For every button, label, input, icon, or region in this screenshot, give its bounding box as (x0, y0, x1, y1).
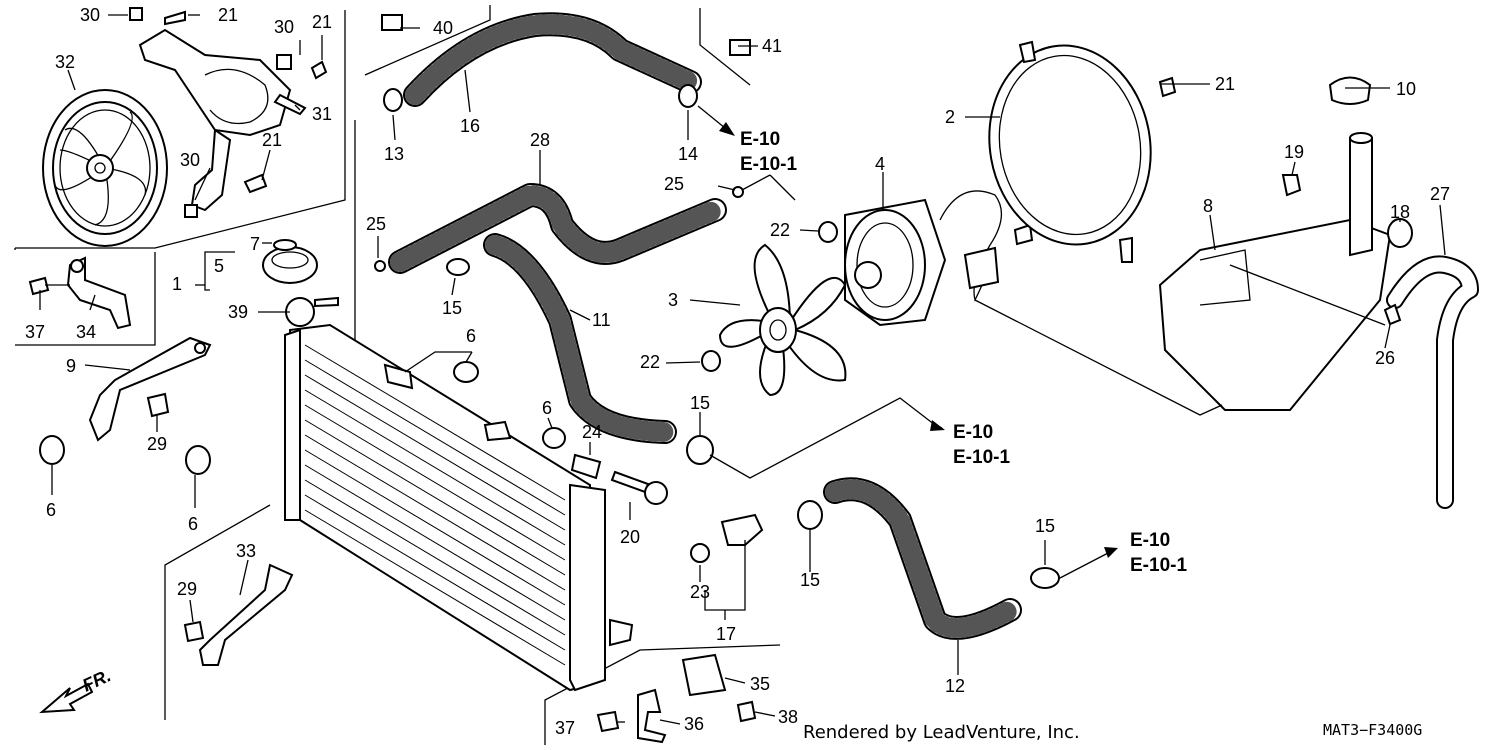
stay-9 (39, 336, 212, 475)
part-label: 6 (46, 500, 56, 520)
fan-assembly-left (42, 89, 168, 247)
part-label: 32 (55, 52, 75, 72)
fr-arrow-icon (39, 682, 94, 714)
ref-label: E-10 (953, 422, 993, 443)
fan-shroud-bracket (129, 7, 328, 218)
part-label: 1 (172, 274, 182, 294)
part-label: 8 (1203, 196, 1213, 216)
ref-label: E-10-1 (1130, 555, 1187, 576)
part-label: 12 (945, 676, 965, 696)
part-label: 29 (147, 434, 167, 454)
credit-text: Rendered by LeadVenture, Inc. (803, 722, 1080, 743)
fan-motor-4 (701, 190, 1034, 372)
part-label: 22 (640, 352, 660, 372)
part-label: 21 (312, 12, 332, 32)
grommets-6 (453, 361, 566, 449)
part-label: 3 (668, 290, 678, 310)
part-label: 14 (678, 144, 698, 164)
part-label: 40 (433, 18, 453, 38)
part-label: 18 (1390, 202, 1410, 222)
part-label: 11 (592, 310, 611, 330)
part-label: 15 (1035, 516, 1055, 536)
part-label: 19 (1284, 142, 1304, 162)
part-labels: 30 21 30 21 31 21 30 32 7 5 1 39 37 34 9… (25, 5, 1450, 738)
hose-11 (483, 233, 677, 444)
part-label: 7 (250, 234, 260, 254)
part-label: 31 (312, 104, 332, 124)
part-label: 37 (25, 322, 45, 342)
part-label: 37 (555, 718, 575, 738)
radiator-fins (304, 344, 566, 666)
part-label: 6 (466, 326, 476, 346)
part-label: 34 (76, 322, 96, 342)
part-label: 9 (66, 356, 76, 376)
arrow-head (930, 420, 945, 431)
part-label: 29 (177, 579, 197, 599)
part-label: 15 (800, 570, 820, 590)
hose-12 (823, 477, 1022, 640)
front-direction-arrow: FR. (39, 665, 114, 714)
collar-and-bolt (570, 453, 668, 505)
leader-lines (39, 14, 1446, 725)
part-label: 30 (80, 5, 100, 25)
part-label: 39 (228, 302, 248, 322)
thermo-switch-17 (690, 513, 764, 563)
part-label: 26 (1375, 348, 1395, 368)
part-label: 36 (684, 714, 704, 734)
part-label: 21 (218, 5, 238, 25)
part-label: 30 (180, 150, 200, 170)
part-label: 6 (188, 514, 198, 534)
part-label: 22 (770, 220, 790, 240)
part-label: 30 (274, 17, 294, 37)
arrow-head (719, 122, 735, 136)
part-label: 25 (366, 214, 386, 234)
arrow-head (1104, 547, 1118, 558)
part-label: 10 (1396, 79, 1416, 99)
bracket-34 (28, 256, 132, 330)
ref-label: E-10 (1130, 530, 1170, 551)
hose-16 (403, 12, 702, 107)
part-label: 27 (1430, 184, 1450, 204)
hose-clamps (374, 14, 1060, 589)
hose-27 (1386, 255, 1479, 509)
fan-shroud-2 (988, 40, 1177, 263)
radiator-cap (262, 239, 318, 284)
reference-arrows (697, 105, 1118, 579)
ref-label: E-10-1 (740, 154, 797, 175)
cooling-fan-3 (718, 243, 847, 397)
part-label: 24 (582, 422, 602, 442)
part-label: 13 (384, 144, 404, 164)
part-label: 35 (750, 674, 770, 694)
part-label: 25 (664, 174, 684, 194)
section-dividers (14, 5, 781, 745)
stay-33 (183, 563, 294, 666)
ref-label: E-10-1 (953, 447, 1010, 468)
part-label: 28 (530, 130, 550, 150)
reserve-tank-8 (1158, 76, 1413, 411)
part-label: 2 (945, 107, 955, 127)
part-label: 4 (875, 154, 885, 174)
part-label: 23 (690, 582, 710, 602)
part-label: 21 (1215, 74, 1235, 94)
part-label: 15 (690, 393, 710, 413)
part-label: 16 (460, 116, 480, 136)
part-label: 5 (214, 256, 224, 276)
diagram-code: MAT3−F3400G (1323, 721, 1422, 739)
part-label: 33 (236, 541, 256, 561)
radiator (284, 296, 634, 692)
ref-label: E-10 (740, 129, 780, 150)
brackets-35-36 (596, 653, 757, 744)
part-label: 21 (262, 130, 282, 150)
part-label: 17 (716, 624, 736, 644)
part-label: 38 (778, 707, 798, 727)
part-label: 15 (442, 298, 462, 318)
part-label: 41 (762, 36, 782, 56)
reference-labels: E-10 E-10-1 E-10 E-10-1 E-10 E-10-1 (740, 129, 1187, 576)
hose-28 (388, 183, 727, 274)
part-label: 20 (620, 527, 640, 547)
part-label: 6 (542, 398, 552, 418)
